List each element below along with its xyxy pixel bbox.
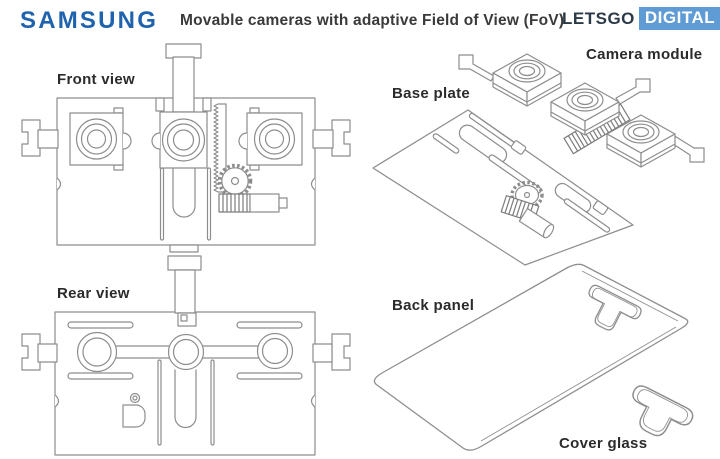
- slide-slot: [236, 372, 303, 380]
- front-view-label: Front view: [57, 71, 136, 88]
- slide-slot: [67, 372, 134, 380]
- camera-module-label: Camera module: [586, 46, 703, 63]
- plate-notch-right: [310, 394, 316, 408]
- right-arm-cap: [331, 119, 351, 157]
- front-view-drawing: [21, 43, 351, 253]
- camera-module-1: [492, 53, 562, 107]
- camera-module-center: [151, 111, 208, 169]
- letsgodigital-logo: LETSGO DIGITAL: [562, 7, 720, 30]
- rack-gear-icon: [213, 103, 227, 193]
- motor: [249, 193, 288, 213]
- left-arm-cap: [21, 119, 41, 157]
- back-panel-drawing: [373, 263, 694, 451]
- base-plate-label: Base plate: [392, 85, 471, 102]
- center-u-slot: [172, 168, 196, 218]
- rear-view-drawing: [21, 255, 351, 456]
- letsgo-text: LETSGO: [562, 8, 635, 28]
- plate-notch-right: [310, 177, 316, 191]
- flex-arm-middle: [615, 78, 651, 105]
- bottom-tab: [169, 244, 199, 253]
- motor: [518, 207, 555, 239]
- samsung-logo: SAMSUNG: [20, 7, 159, 34]
- base-plate-outline: [372, 109, 634, 266]
- camera-back-right: [256, 332, 294, 370]
- guide-slot-left: [159, 167, 165, 241]
- left-arm-bar: [37, 129, 59, 149]
- exploded-view-drawing: [372, 53, 705, 266]
- guide-slot-right: [206, 167, 212, 241]
- thin-slot: [432, 133, 460, 154]
- page-title: Movable cameras with adaptive Field of V…: [180, 12, 565, 29]
- guide-slot-left: [157, 359, 162, 446]
- small-slot: [592, 200, 609, 216]
- rear-view-label: Rear view: [57, 285, 130, 302]
- plate-notch-left: [54, 394, 60, 408]
- right-arm-bar: [312, 343, 333, 363]
- right-arm-bar: [312, 129, 334, 149]
- d-shaped-hole: [122, 404, 146, 428]
- slide-slot: [67, 321, 134, 329]
- oval-slot: [458, 124, 508, 164]
- top-slot-left: [155, 97, 165, 112]
- camera-module-right: [238, 107, 303, 171]
- top-rod-shaft: [174, 269, 196, 314]
- slide-slot: [236, 321, 303, 329]
- pinion-gear-icon: [217, 163, 253, 199]
- thin-slot: [563, 198, 611, 233]
- flex-arm-left: [458, 54, 495, 82]
- top-rod-cap: [165, 43, 202, 59]
- digital-badge: DIGITAL: [638, 7, 720, 30]
- center-u-slot: [174, 369, 197, 429]
- camera-back-center: [167, 333, 205, 371]
- camera-module-left: [69, 107, 132, 171]
- plate-notch-left: [56, 177, 62, 191]
- left-arm-cap: [21, 333, 41, 371]
- left-arm-bar: [37, 343, 58, 363]
- guide-slot-right: [210, 359, 215, 446]
- back-panel-label: Back panel: [392, 297, 475, 314]
- right-arm-cap: [331, 333, 351, 371]
- cover-glass-shape: [632, 385, 694, 437]
- small-slot: [510, 140, 527, 155]
- top-rod-cap: [167, 255, 202, 271]
- top-slot-right: [202, 97, 212, 112]
- camera-back-left: [76, 331, 118, 373]
- cover-glass-label: Cover glass: [559, 435, 648, 452]
- top-rod-shaft: [172, 56, 195, 113]
- worm-gear-icon: [218, 193, 251, 213]
- t-shaped-cutout: [588, 284, 642, 331]
